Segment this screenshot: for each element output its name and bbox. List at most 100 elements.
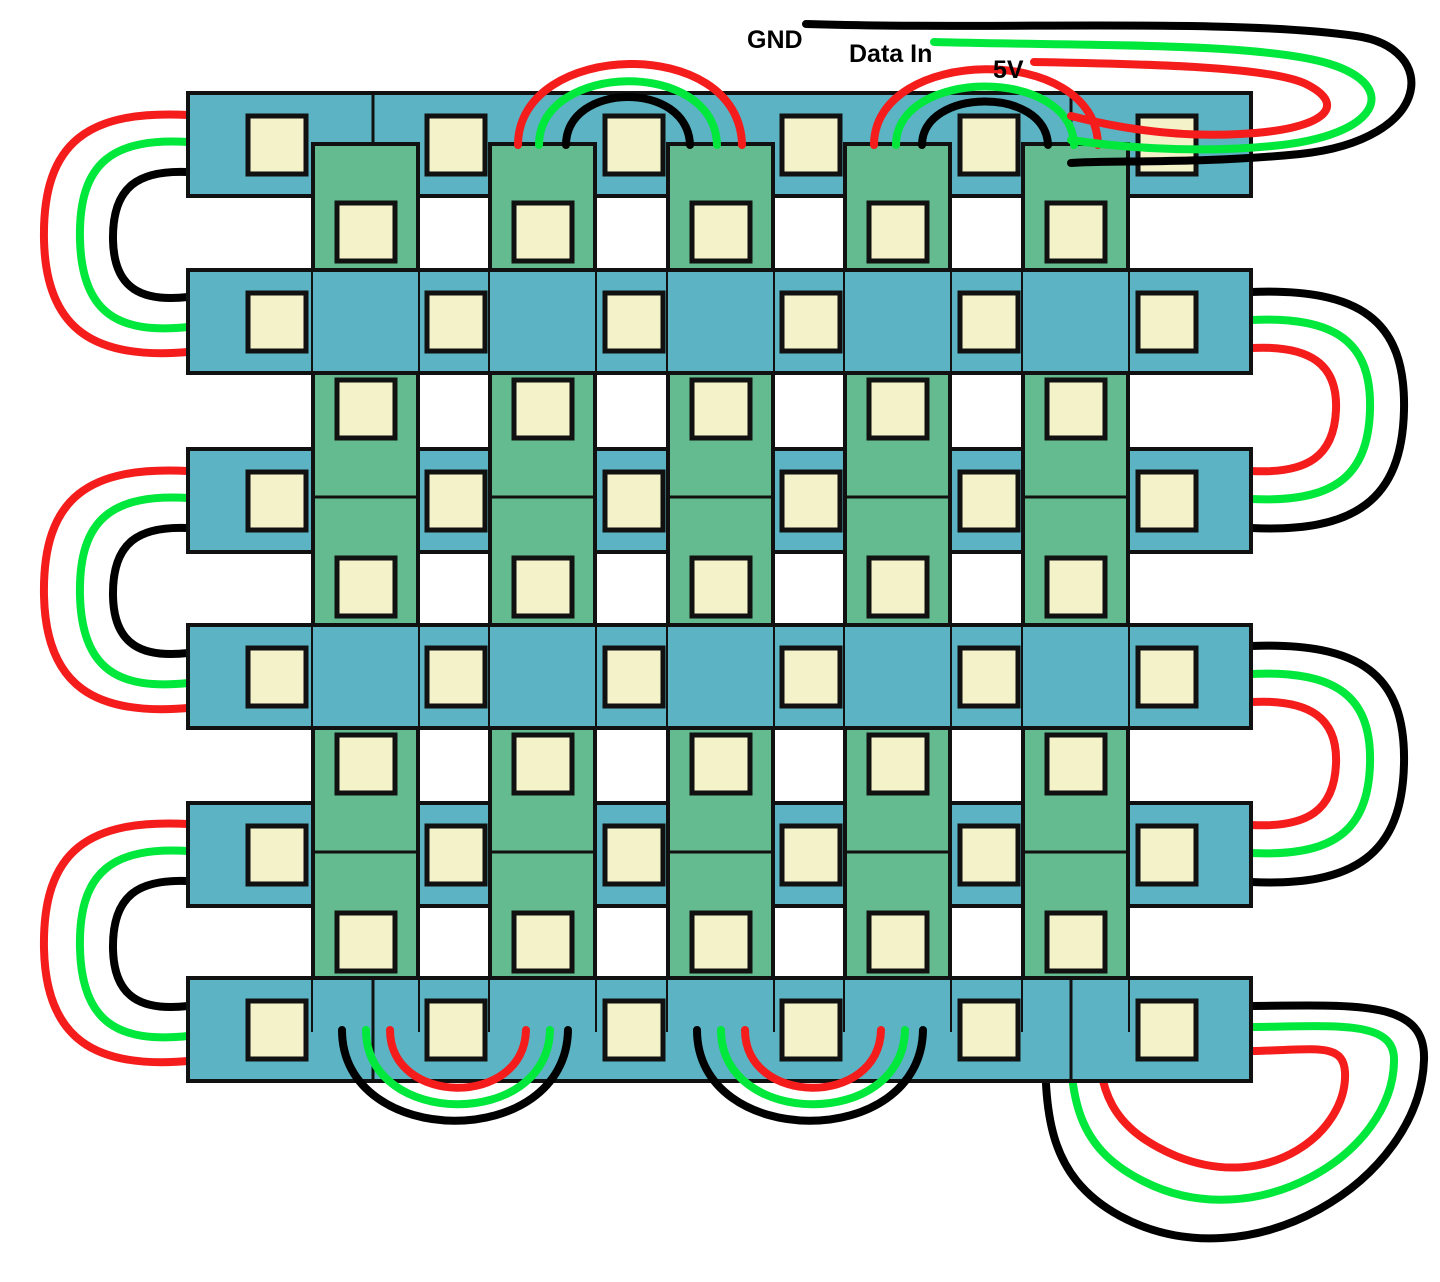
led[interactable]: [334, 200, 398, 264]
led[interactable]: [866, 732, 930, 796]
led[interactable]: [957, 290, 1021, 354]
led[interactable]: [602, 290, 666, 354]
led[interactable]: [245, 469, 309, 533]
wire-gnd-bottom-arc-1: [338, 1026, 572, 1125]
led[interactable]: [957, 645, 1021, 709]
led[interactable]: [1135, 469, 1199, 533]
left-wire-loops: [39, 110, 192, 1067]
wire-5v-left-loop-2: [39, 466, 192, 714]
led[interactable]: [602, 469, 666, 533]
led[interactable]: [602, 823, 666, 887]
led[interactable]: [424, 113, 488, 177]
wire-gnd-top-arc-1: [562, 93, 694, 149]
led[interactable]: [779, 469, 843, 533]
wire-data-left-loop-2: [75, 493, 192, 689]
led[interactable]: [1044, 555, 1108, 619]
led[interactable]: [779, 998, 843, 1062]
wire-gnd-left-loop-2: [108, 523, 192, 658]
led[interactable]: [689, 200, 753, 264]
wire-5v-bottom-right-loop: [1094, 1026, 1350, 1172]
led[interactable]: [1135, 645, 1199, 709]
led[interactable]: [424, 998, 488, 1062]
wire-gnd-top-arc-2: [918, 97, 1052, 149]
led[interactable]: [424, 469, 488, 533]
wire-gnd-input: [802, 20, 1416, 167]
led[interactable]: [866, 910, 930, 974]
led[interactable]: [1135, 998, 1199, 1062]
led[interactable]: [245, 645, 309, 709]
led[interactable]: [334, 910, 398, 974]
wire-data-right-loop-2: [1247, 669, 1375, 858]
led[interactable]: [957, 113, 1021, 177]
wire-5v-left-loop-3: [39, 819, 192, 1067]
led[interactable]: [245, 290, 309, 354]
led[interactable]: [334, 377, 398, 441]
led[interactable]: [866, 555, 930, 619]
wire-5v-left-loop-1: [39, 110, 192, 358]
wire-data-input: [930, 38, 1376, 154]
led[interactable]: [779, 113, 843, 177]
led[interactable]: [602, 645, 666, 709]
led[interactable]: [866, 200, 930, 264]
wire-data-bottom-arc-1: [362, 1026, 554, 1109]
wire-gnd-bottom-right-loop: [1041, 1001, 1429, 1243]
wire-gnd-left-loop-3: [108, 876, 192, 1011]
label-gnd: GND: [747, 26, 803, 54]
wire-data-bottom-right-loop: [1066, 1022, 1399, 1204]
led[interactable]: [957, 823, 1021, 887]
wire-5v-bottom-arc-1: [386, 1026, 530, 1092]
label-5v: 5V: [993, 56, 1024, 84]
wire-5v-right-loop-1: [1247, 343, 1341, 476]
wire-gnd-bottom-arc-2: [693, 1026, 927, 1125]
led[interactable]: [334, 555, 398, 619]
top-arc-wires: [514, 60, 1102, 149]
led[interactable]: [689, 555, 753, 619]
wire-data-top-arc-1: [535, 77, 721, 149]
led[interactable]: [511, 200, 575, 264]
wire-gnd-right-loop-2: [1247, 641, 1409, 887]
led[interactable]: [1135, 823, 1199, 887]
led[interactable]: [779, 645, 843, 709]
led[interactable]: [424, 645, 488, 709]
led[interactable]: [866, 377, 930, 441]
led[interactable]: [424, 290, 488, 354]
label-data-in: Data In: [849, 40, 932, 68]
led[interactable]: [245, 998, 309, 1062]
led[interactable]: [1044, 200, 1108, 264]
led[interactable]: [245, 823, 309, 887]
wire-data-right-loop-1: [1247, 315, 1375, 504]
wire-gnd-right-loop-1: [1247, 287, 1409, 533]
led[interactable]: [602, 998, 666, 1062]
led[interactable]: [1044, 732, 1108, 796]
led[interactable]: [689, 732, 753, 796]
weave-row-2: [188, 268, 1251, 375]
led[interactable]: [602, 113, 666, 177]
led[interactable]: [511, 377, 575, 441]
led[interactable]: [511, 910, 575, 974]
wire-data-left-loop-1: [75, 137, 192, 333]
led[interactable]: [957, 469, 1021, 533]
bottom-right-wire-loop: [1041, 1001, 1429, 1243]
led[interactable]: [1044, 910, 1108, 974]
wire-5v-input: [1030, 58, 1332, 139]
wire-data-bottom-arc-2: [717, 1026, 909, 1109]
wire-data-left-loop-3: [75, 846, 192, 1042]
wire-5v-top-arc-1: [514, 60, 746, 149]
right-wire-loops: [1247, 287, 1409, 887]
led[interactable]: [689, 377, 753, 441]
led[interactable]: [1044, 377, 1108, 441]
wire-5v-bottom-arc-2: [741, 1026, 885, 1092]
led[interactable]: [511, 555, 575, 619]
led[interactable]: [1135, 290, 1199, 354]
led[interactable]: [957, 998, 1021, 1062]
led[interactable]: [245, 113, 309, 177]
led[interactable]: [334, 732, 398, 796]
led[interactable]: [779, 823, 843, 887]
led[interactable]: [424, 823, 488, 887]
led[interactable]: [779, 290, 843, 354]
wire-5v-top-arc-2: [870, 65, 1102, 149]
led[interactable]: [511, 732, 575, 796]
led[interactable]: [689, 910, 753, 974]
